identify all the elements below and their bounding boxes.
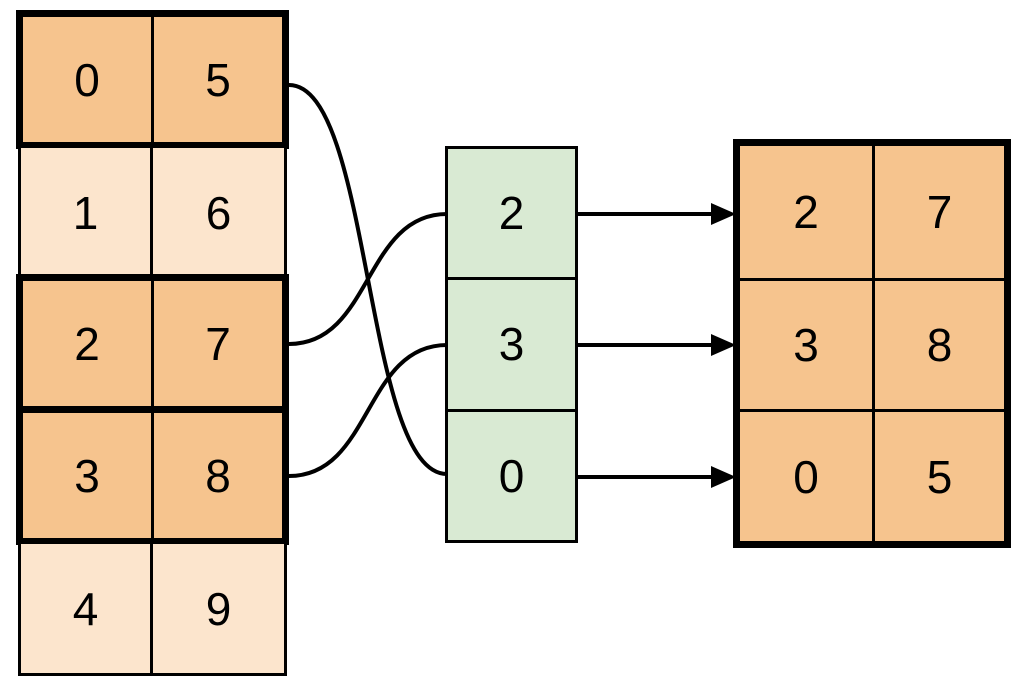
result-cell-r1c0: 3 [740,277,872,410]
result-cell-r0c1: 7 [872,146,1004,278]
source-cell-r4c1: 9 [153,544,284,673]
source-cell-r1c0: 1 [21,148,153,277]
source-cell-r0c1: 5 [154,17,282,142]
source-cell-r0c0: 0 [23,17,154,142]
source-cell-r2c1: 7 [154,281,282,406]
curve-source-row2-to-index-0 [288,212,448,346]
source-row-3: 3 8 [16,406,289,545]
source-cell-r3c1: 8 [154,413,282,538]
source-cell-r1c1: 6 [153,148,284,277]
result-cell-r0c0: 2 [740,146,872,278]
curve-source-row0-to-index-2 [288,83,448,476]
index-cell-1: 3 [448,277,575,409]
index-column: 2 3 0 [445,146,578,543]
source-row-1: 1 6 [18,145,287,280]
curve-source-row3-to-index-1 [288,343,448,478]
index-cell-2: 0 [448,408,575,540]
result-cell-r2c0: 0 [740,409,872,541]
source-row-4: 4 9 [18,541,287,676]
source-row-0: 0 5 [16,10,289,149]
index-cell-0: 2 [448,149,575,278]
source-cell-r3c0: 3 [23,413,154,538]
result-table: 2 7 3 8 0 5 [733,139,1011,548]
source-cell-r4c0: 4 [21,544,153,673]
source-row-2: 2 7 [16,274,289,413]
result-cell-r2c1: 5 [872,409,1004,541]
source-cell-r2c0: 2 [23,281,154,406]
result-cell-r1c1: 8 [872,277,1004,410]
